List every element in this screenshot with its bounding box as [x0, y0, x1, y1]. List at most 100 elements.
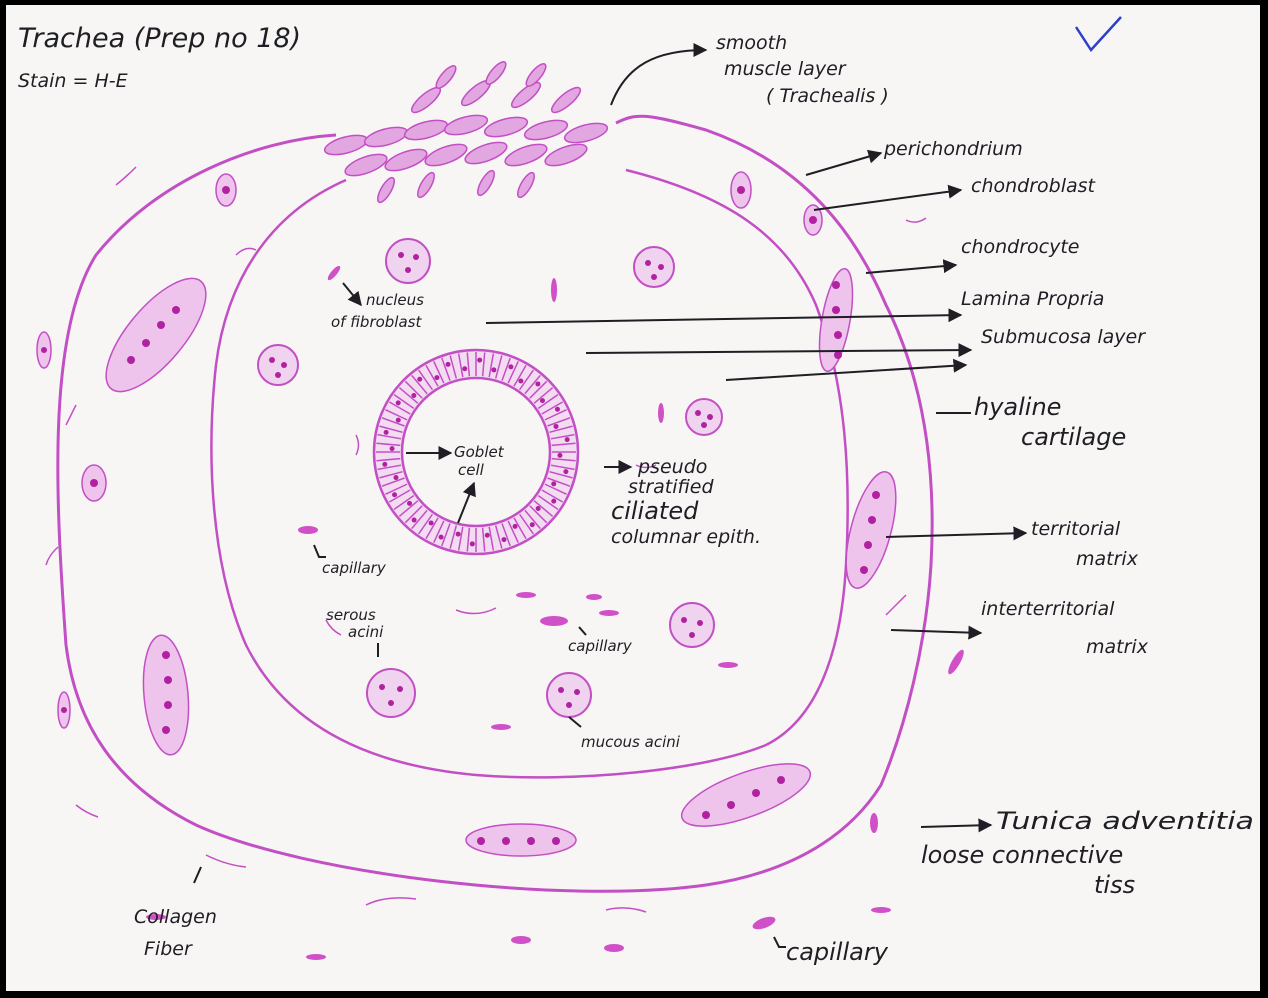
epithelial-nucleus: [469, 541, 475, 547]
epithelial-cell: [547, 477, 571, 487]
epithelial-nucleus: [395, 417, 401, 423]
epithelial-nucleus: [491, 367, 497, 373]
label-hyaline-1: hyaline: [974, 393, 1061, 421]
epithelial-nucleus: [382, 461, 388, 467]
label-collagen-2: Fiber: [144, 938, 193, 960]
epithelial-nucleus: [455, 531, 461, 537]
epithelial-cell: [441, 357, 451, 381]
label-capillary-left: capillary: [322, 559, 387, 577]
epithelial-nucleus: [539, 398, 545, 404]
label-smooth-muscle-1: smooth: [716, 32, 787, 54]
epithelial-nucleus: [392, 492, 398, 498]
epithelial-cell: [501, 357, 511, 381]
epithelial-cell: [551, 442, 576, 447]
epithelial-cell: [549, 425, 573, 434]
epithelial-cell: [418, 369, 434, 391]
label-mucous: mucous acini: [581, 733, 681, 751]
epithelial-cell: [393, 494, 415, 510]
epithelial-cell: [507, 361, 519, 384]
epithelial-nucleus: [417, 376, 423, 382]
label-serous-1: serous: [326, 606, 376, 624]
epithelial-cell: [381, 417, 405, 427]
epithelial-cell: [377, 464, 402, 471]
label-submucosa: Submucosa layer: [981, 326, 1146, 348]
epithelial-nucleus: [551, 481, 557, 487]
label-pseudo-3: ciliated: [611, 497, 699, 525]
epithelial-cell: [449, 525, 458, 549]
epithelial-cell: [376, 442, 401, 447]
epithelial-cell: [544, 483, 567, 495]
epithelial-cell: [494, 525, 503, 549]
label-perichondrium: perichondrium: [883, 138, 1023, 160]
epithelial-nucleus: [407, 500, 413, 506]
acini-nuclei: [269, 252, 713, 708]
epithelial-cell: [411, 374, 428, 395]
checkmark-icon: [1074, 16, 1122, 53]
diagram-title: Trachea (Prep no 18): [18, 23, 301, 54]
epithelial-cell: [547, 417, 571, 427]
epithelial-nucleus: [554, 406, 560, 412]
label-chondroblast: chondroblast: [971, 175, 1097, 197]
epithelial-cell: [449, 355, 458, 379]
epithelial-cell: [377, 433, 402, 440]
drawing-frame: Trachea (Prep no 18) Stain = H-E smooth …: [6, 5, 1260, 991]
label-nucleus-1: nucleus: [366, 291, 424, 309]
epithelial-cell: [513, 517, 527, 539]
epithelial-cell: [488, 526, 495, 551]
epithelial-cell: [398, 387, 419, 404]
epithelial-cell: [457, 353, 464, 378]
label-capillary-mid: capillary: [568, 637, 633, 655]
epithelial-cell: [376, 457, 401, 462]
epithelial-nucleus: [393, 475, 399, 481]
acini: [257, 238, 723, 718]
epithelial-cell: [507, 520, 519, 543]
epithelial-cell: [425, 365, 439, 387]
epithelial-nucleus: [553, 423, 559, 429]
epithelial-cell: [385, 483, 408, 495]
epithelial-nucleus: [529, 522, 535, 528]
epithelial-cell: [481, 352, 486, 377]
fibroblast-nuclei: [146, 265, 964, 960]
epithelial-cell: [537, 494, 559, 510]
label-interterritorial-2: matrix: [1086, 636, 1149, 658]
label-pseudo-4: columnar epith.: [611, 526, 761, 548]
epithelial-nucleus: [438, 534, 444, 540]
epithelial-cell: [418, 513, 434, 535]
epithelial-cell: [541, 489, 563, 503]
epithelial-cell: [389, 489, 411, 503]
label-smooth-muscle-2: muscle layer: [724, 58, 847, 80]
label-interterritorial-1: interterritorial: [981, 598, 1115, 620]
epithelial-cell: [529, 505, 548, 524]
epithelial-cell: [501, 523, 511, 547]
epithelial-cell: [541, 401, 563, 415]
epithelial-cell: [466, 527, 471, 552]
label-lamina-propria: Lamina Propria: [961, 288, 1104, 310]
epithelial-nucleus: [535, 506, 541, 512]
trachea-diagram: Trachea (Prep no 18) Stain = H-E smooth …: [18, 16, 1254, 966]
epithelial-cell: [466, 352, 471, 377]
epithelial-cell: [425, 517, 439, 539]
epithelial-nucleus: [535, 381, 541, 387]
lumen: [400, 376, 552, 528]
epithelial-cell: [389, 401, 411, 415]
epithelial-cell: [518, 513, 534, 535]
epithelial-cell: [404, 505, 423, 524]
smooth-muscle-band: [323, 61, 609, 204]
label-adventitia-3: tiss: [1094, 871, 1135, 899]
epithelial-cell: [411, 509, 428, 530]
epithelial-nucleus: [445, 361, 451, 367]
label-territorial-2: matrix: [1076, 548, 1139, 570]
epithelial-cell: [550, 464, 575, 471]
epithelial-cell: [524, 509, 541, 530]
epithelial-cell: [404, 380, 423, 399]
epithelial-cell: [533, 387, 554, 404]
epithelial-cell: [379, 470, 403, 479]
epithelial-cell: [524, 374, 541, 395]
label-smooth-muscle-3: ( Trachealis ): [766, 85, 889, 107]
perichondrium-outline: [56, 114, 934, 893]
leader-lines: [342, 43, 1028, 833]
epithelial-cell: [513, 365, 527, 387]
epithelial-nucleus: [551, 498, 557, 504]
epithelial-nucleus: [484, 532, 490, 538]
epithelial-nucleus: [411, 517, 417, 523]
